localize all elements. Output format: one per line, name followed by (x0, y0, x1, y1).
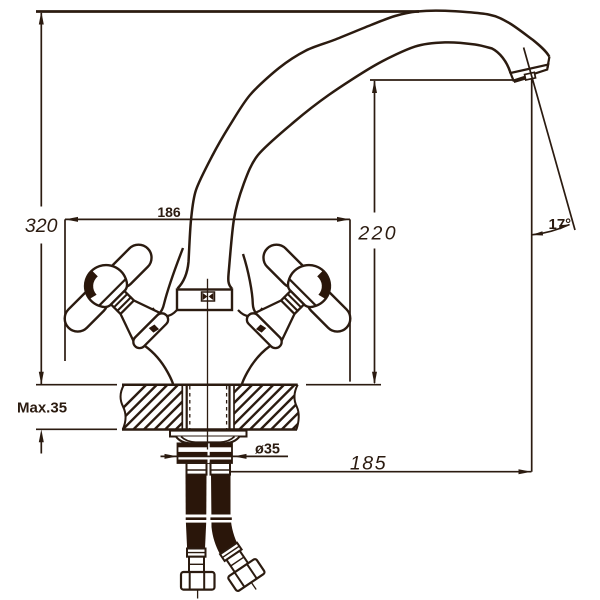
svg-text:220: 220 (357, 222, 398, 244)
svg-text:186: 186 (157, 204, 181, 220)
svg-text:320: 320 (25, 215, 58, 237)
svg-text:17°: 17° (549, 216, 572, 233)
svg-text:185: 185 (350, 453, 387, 475)
svg-text:Max.35: Max.35 (17, 400, 67, 417)
svg-text:ø35: ø35 (255, 441, 280, 457)
